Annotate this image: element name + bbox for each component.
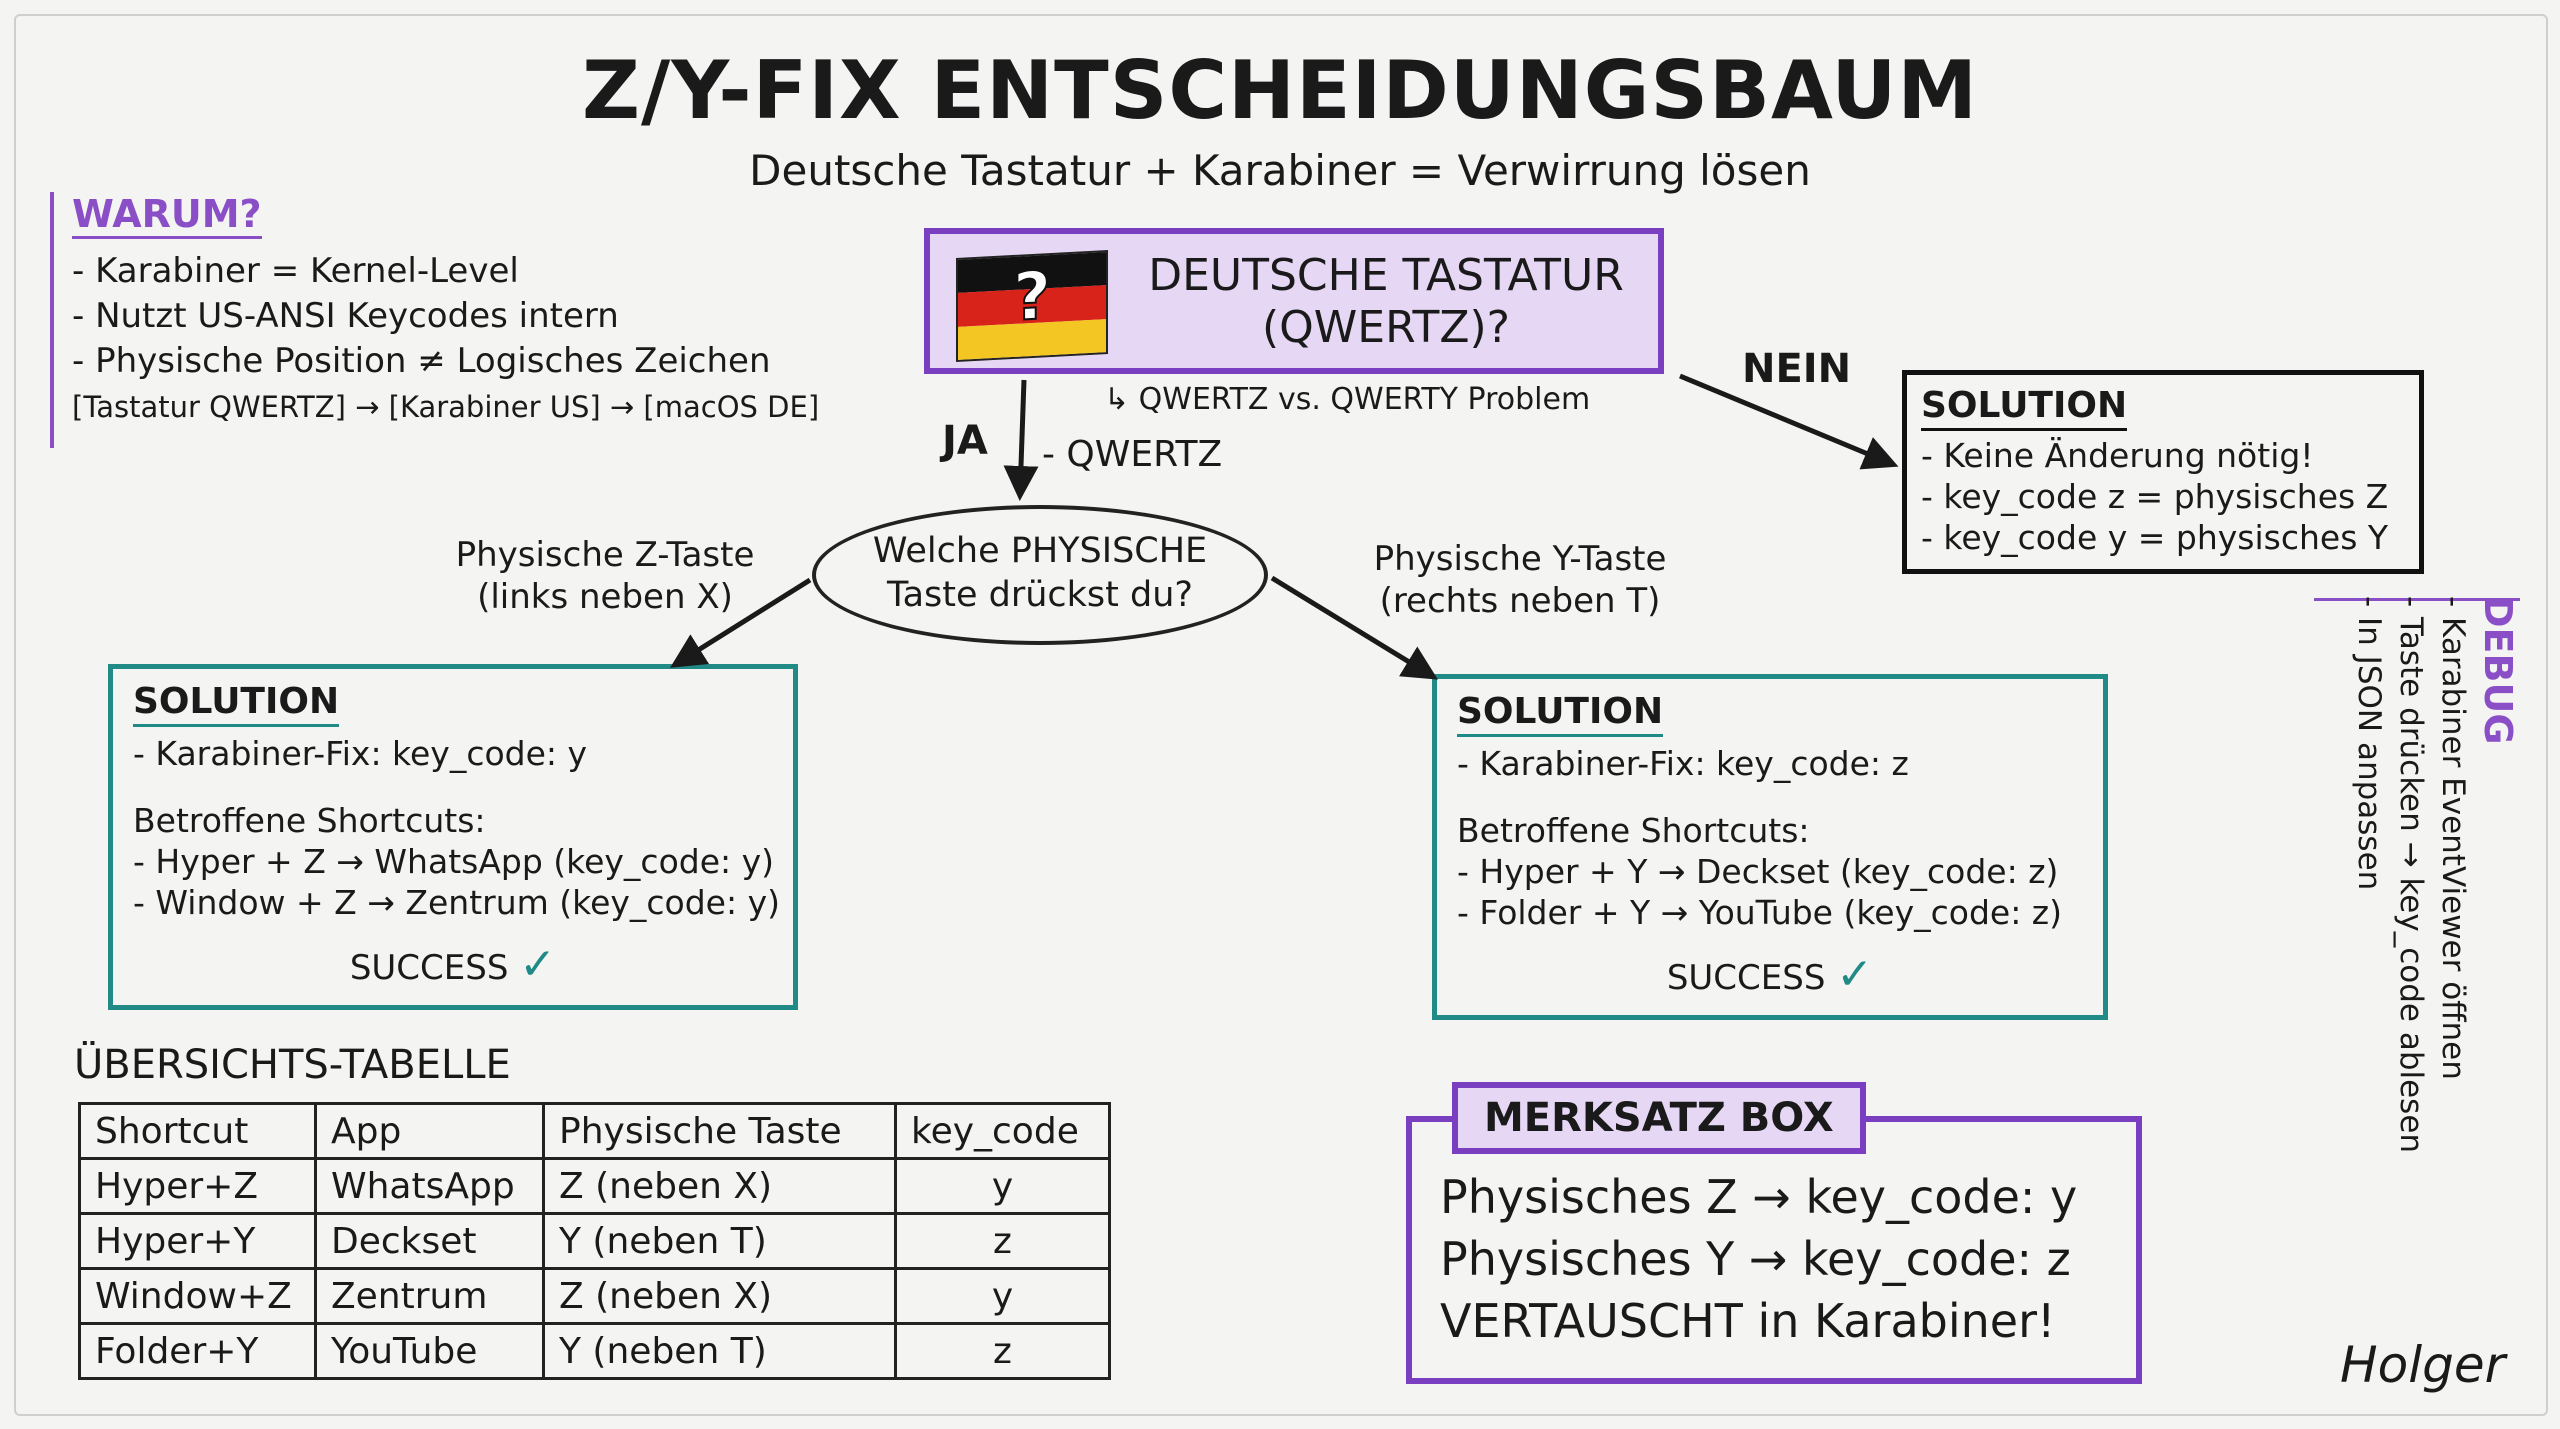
table-header: Physische Taste [542, 1102, 897, 1160]
ellipse-line2: Taste drückst du? [886, 575, 1193, 615]
table-cell: Z (neben X) [542, 1157, 897, 1215]
shortcuts-heading: Betroffene Shortcuts: [133, 801, 486, 840]
table-cell: Zentrum [314, 1267, 545, 1325]
merksatz-line: Physisches Y → key_code: z [1440, 1232, 2071, 1286]
right-branch-label: Physische Y-Taste (rechts neben T) [1340, 538, 1700, 622]
solution-nein-box: SOLUTION - Keine Änderung nötig! - key_c… [1902, 370, 2424, 574]
page-title: Z/Y-FIX ENTSCHEIDUNGSBAUM [581, 44, 1978, 137]
left-branch-label: Physische Z-Taste (links neben X) [420, 534, 790, 618]
page-frame [14, 14, 2548, 1416]
overview-table: Shortcut App Physische Taste key_code Hy… [78, 1102, 1111, 1380]
warum-section: WARUM? - Karabiner = Kernel-Level - Nutz… [50, 192, 910, 448]
right-branch-line2: (rechts neben T) [1379, 581, 1661, 621]
solution-fix: - Karabiner-Fix: key_code: z [1457, 744, 1909, 783]
solution-right-box: SOLUTION - Karabiner-Fix: key_code: z Be… [1432, 674, 2108, 1020]
shortcut-item: - Folder + Y → YouTube (key_code: z) [1457, 893, 2063, 932]
table-cell: Deckset [314, 1212, 545, 1270]
warum-item: - Nutzt US-ANSI Keycodes intern [72, 296, 619, 336]
arrow-right-branch [1270, 575, 1438, 680]
warum-heading: WARUM? [72, 192, 262, 239]
table-cell: Hyper+Z [78, 1157, 317, 1215]
table-header: Shortcut [78, 1102, 317, 1160]
table-header-row: Shortcut App Physische Taste key_code [78, 1102, 1111, 1160]
table-cell: y [894, 1157, 1111, 1215]
warum-item: - Physische Position ≠ Logisches Zeichen [72, 341, 771, 381]
success-label: SUCCESS ✓ [133, 939, 773, 990]
merksatz-line: Physisches Z → key_code: y [1440, 1170, 2078, 1224]
warum-flow: [Tastatur QWERTZ] → [Karabiner US] → [ma… [72, 390, 820, 424]
page-subtitle: Deutsche Tastatur + Karabiner = Verwirru… [749, 146, 1811, 195]
solution-heading: SOLUTION [1457, 691, 1664, 737]
checkmark-icon: ✓ [1836, 949, 1874, 1000]
left-branch-line1: Physische Z-Taste [455, 535, 755, 575]
arrow-ja [1003, 379, 1039, 501]
merksatz-tag: MERKSATZ BOX [1452, 1082, 1866, 1154]
solution-heading: SOLUTION [133, 681, 340, 727]
shortcut-item: - Hyper + Y → Deckset (key_code: z) [1457, 852, 2059, 891]
table-cell: Y (neben T) [542, 1212, 897, 1270]
solution-fix: - Karabiner-Fix: key_code: y [133, 734, 588, 773]
branch-ja-note: - QWERTZ [1042, 434, 1223, 475]
left-branch-line2: (links neben X) [477, 577, 733, 617]
table-cell: Hyper+Y [78, 1212, 317, 1270]
decision-question-line1: DEUTSCHE TASTATUR [1148, 250, 1624, 301]
table-cell: y [894, 1267, 1111, 1325]
merksatz-line: VERTAUSCHT in Karabiner! [1440, 1294, 2056, 1348]
right-branch-line1: Physische Y-Taste [1373, 539, 1667, 579]
solution-item: - key_code z = physisches Z [1921, 477, 2389, 516]
debug-divider [2314, 598, 2520, 601]
table-cell: Z (neben X) [542, 1267, 897, 1325]
success-text: SUCCESS [1666, 958, 1826, 998]
question-ellipse: Welche PHYSISCHE Taste drückst du? [812, 505, 1268, 645]
table-cell: YouTube [314, 1322, 545, 1380]
table-row: Window+Z Zentrum Z (neben X) y [78, 1267, 1111, 1325]
success-label: SUCCESS ✓ [1457, 949, 2083, 1000]
table-cell: Window+Z [78, 1267, 317, 1325]
shortcut-item: - Hyper + Z → WhatsApp (key_code: y) [133, 842, 775, 881]
table-cell: Y (neben T) [542, 1322, 897, 1380]
decision-note: ↳ QWERTZ vs. QWERTY Problem [1104, 382, 1591, 417]
decision-box: ? DEUTSCHE TASTATUR (QWERTZ)? [924, 228, 1664, 374]
decision-question: DEUTSCHE TASTATUR (QWERTZ)? [1126, 250, 1646, 354]
warum-item: - Karabiner = Kernel-Level [72, 251, 519, 291]
table-row: Hyper+Z WhatsApp Z (neben X) y [78, 1157, 1111, 1215]
branch-ja-label: JA [942, 418, 988, 464]
success-text: SUCCESS [349, 948, 509, 988]
table-row: Folder+Y YouTube Y (neben T) z [78, 1322, 1111, 1380]
solution-item: - Keine Änderung nötig! [1921, 436, 2314, 475]
shortcut-item: - Window + Z → Zentrum (key_code: y) [133, 883, 780, 922]
solution-item: - key_code y = physisches Y [1921, 518, 2389, 557]
ellipse-line1: Welche PHYSISCHE [872, 531, 1208, 571]
branch-nein-label: NEIN [1742, 346, 1852, 392]
table-header: App [314, 1102, 545, 1160]
table-title: ÜBERSICHTS-TABELLE [74, 1042, 511, 1088]
table-cell: Folder+Y [78, 1322, 317, 1380]
table-row: Hyper+Y Deckset Y (neben T) z [78, 1212, 1111, 1270]
signature: Holger [2340, 1336, 2506, 1394]
shortcuts-heading: Betroffene Shortcuts: [1457, 811, 1810, 850]
table-cell: WhatsApp [314, 1157, 545, 1215]
decision-question-line2: (QWERTZ)? [1261, 302, 1510, 353]
table-cell: z [894, 1322, 1111, 1380]
solution-heading: SOLUTION [1921, 385, 2128, 431]
arrow-nein [1679, 373, 1899, 470]
table-cell: z [894, 1212, 1111, 1270]
arrow-left-branch [670, 577, 812, 668]
checkmark-icon: ✓ [519, 939, 557, 990]
solution-left-box: SOLUTION - Karabiner-Fix: key_code: y Be… [108, 664, 798, 1010]
table-header: key_code [894, 1102, 1111, 1160]
